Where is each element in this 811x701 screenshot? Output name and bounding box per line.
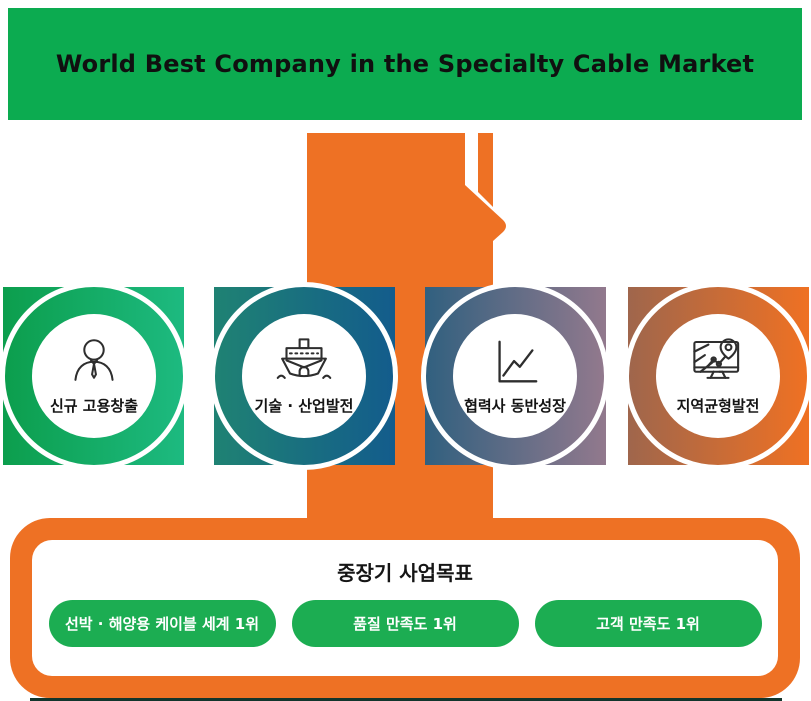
bottom-divider	[30, 698, 782, 701]
value-label: 지역균형발전	[676, 397, 760, 415]
goals-pill-row: 선박 · 해양용 케이블 세계 1위 품질 만족도 1위 고객 만족도 1위	[32, 600, 778, 647]
value-circle-inner: 지역균형발전	[656, 314, 780, 438]
value-circle-regional: 지역균형발전	[624, 282, 811, 470]
value-circle-inner: 기술 · 산업발전	[242, 314, 366, 438]
person-tie-icon	[74, 339, 114, 381]
goal-pill-ship-cable: 선박 · 해양용 케이블 세계 1위	[48, 600, 276, 647]
goals-box-inner: 중장기 사업목표 선박 · 해양용 케이블 세계 1위 품질 만족도 1위 고객…	[32, 540, 778, 676]
goals-title: 중장기 사업목표	[337, 561, 473, 585]
value-label: 협력사 동반성장	[464, 397, 566, 415]
goals-box: 중장기 사업목표 선박 · 해양용 케이블 세계 1위 품질 만족도 1위 고객…	[10, 518, 800, 698]
region-map-icon	[693, 338, 740, 379]
growth-chart-icon	[498, 340, 538, 383]
ship-icon	[276, 338, 332, 379]
value-label: 기술 · 산업발전	[254, 397, 354, 415]
value-label: 신규 고용창출	[49, 397, 139, 415]
value-circle-job-creation: 신규 고용창출	[0, 282, 188, 470]
goal-pill-quality: 품질 만족도 1위	[291, 600, 519, 647]
vision-banner: World Best Company in the Specialty Cabl…	[8, 8, 802, 120]
goal-pill-customer: 고객 만족도 1위	[534, 600, 762, 647]
value-circle-inner: 협력사 동반성장	[453, 314, 577, 438]
arrow-fold-strip	[478, 133, 493, 207]
value-circle-inner: 신규 고용창출	[32, 314, 156, 438]
vision-banner-text: World Best Company in the Specialty Cabl…	[55, 50, 755, 78]
value-circle-industry: 기술 · 산업발전	[210, 282, 398, 470]
value-circle-partner-growth: 협력사 동반성장	[421, 282, 609, 470]
